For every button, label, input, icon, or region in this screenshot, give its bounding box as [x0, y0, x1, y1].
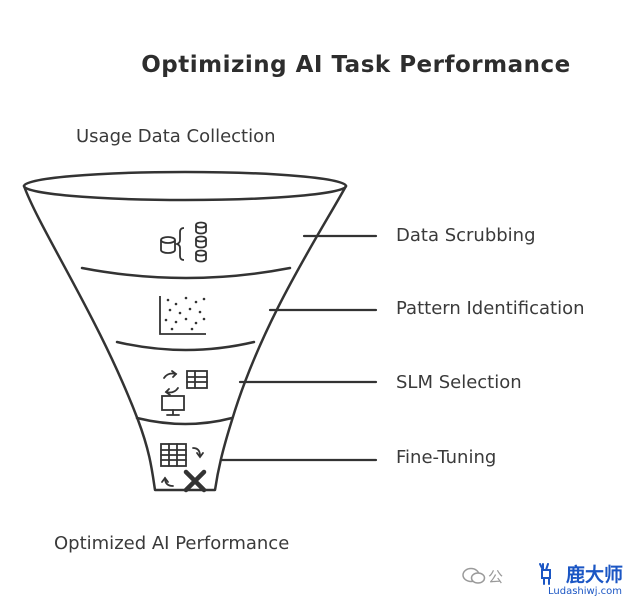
scatter-plot-icon — [159, 296, 206, 335]
output-label: Optimized AI Performance — [54, 533, 290, 554]
input-label: Usage Data Collection — [76, 126, 276, 147]
watermark: 公 鹿大师 Ludashiwj.com — [460, 558, 640, 603]
watermark-brand-cn: 鹿大师 — [566, 564, 624, 586]
band-separator-2 — [115, 340, 256, 352]
watermark-brand-en: Ludashiwj.com — [548, 586, 623, 597]
stage-label-data-scrubbing: Data Scrubbing — [396, 225, 536, 246]
page-title: Optimizing AI Task Performance — [141, 52, 571, 78]
stage-label-pattern-identification: Pattern Identification — [396, 298, 585, 319]
deer-logo-icon — [539, 563, 551, 585]
band-separator-3 — [135, 416, 234, 426]
band-separator-1 — [80, 266, 292, 280]
watermark-public-mark: 公 — [488, 568, 504, 586]
fine-tuning-icon — [160, 443, 207, 493]
stage-label-fine-tuning: Fine-Tuning — [396, 447, 497, 468]
stage-label-slm-selection: SLM Selection — [396, 372, 522, 393]
model-selection-icon — [161, 370, 208, 416]
funnel-rim — [22, 170, 348, 202]
wechat-icon — [462, 567, 486, 584]
database-cleanup-icon — [160, 221, 207, 263]
